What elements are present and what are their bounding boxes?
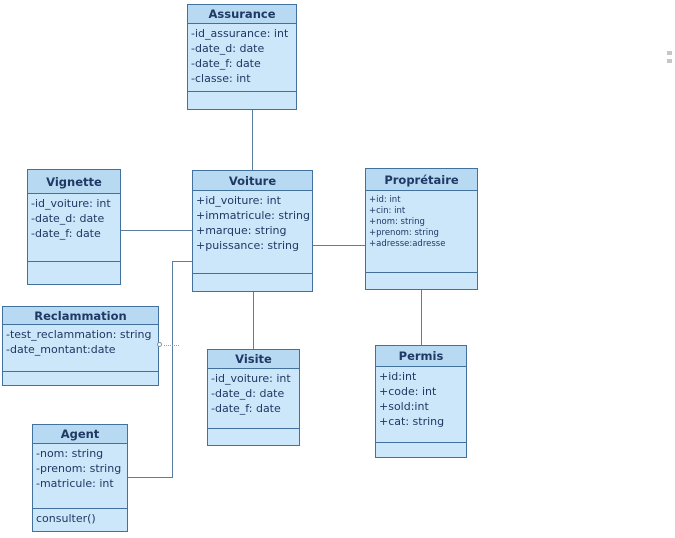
class-box-permis[interactable]: Permis +id:int +code: int +sold:int +cat… — [375, 345, 467, 458]
attribute: +cat: string — [379, 415, 445, 428]
class-title-voiture: Voiture — [193, 171, 312, 191]
attribute: -date_f: date — [211, 402, 281, 415]
attribute: -prenom: string — [36, 462, 122, 475]
attribute: +prenom: string — [369, 228, 439, 238]
class-box-propretaire[interactable]: Proprétaire +id: int +cin: int +nom: str… — [365, 168, 478, 290]
attribute: -id_voiture: int — [211, 372, 291, 385]
attribute: +id_voiture: int — [196, 194, 281, 207]
attributes-compartment: -nom: string -prenom: string -matricule:… — [33, 444, 127, 509]
class-box-visite[interactable]: Visite -id_voiture: int -date_d: date -d… — [207, 349, 300, 446]
attribute: -nom: string — [36, 447, 104, 460]
attribute: +cin: int — [369, 206, 406, 216]
class-title-visite: Visite — [208, 350, 299, 369]
connector-vignette-voiture[interactable] — [121, 230, 192, 231]
connector-assurance-voiture[interactable] — [252, 110, 253, 170]
attributes-compartment: -id_assurance: int -date_d: date -date_f… — [188, 24, 296, 92]
attribute: -date_montant:date — [6, 343, 116, 356]
operations-compartment — [208, 429, 299, 445]
attribute: +puissance: string — [196, 239, 299, 252]
attributes-compartment: -id_voiture: int -date_d: date -date_f: … — [28, 194, 120, 262]
attribute: +nom: string — [369, 217, 425, 227]
attribute: -date_d: date — [191, 42, 265, 55]
class-title-assurance: Assurance — [188, 5, 296, 24]
class-box-assurance[interactable]: Assurance -id_assurance: int -date_d: da… — [187, 4, 297, 110]
connector-voiture-propretaire[interactable] — [313, 245, 365, 246]
attribute: +adresse:adresse — [369, 239, 446, 249]
class-title-agent: Agent — [33, 425, 127, 444]
operations-compartment — [188, 92, 296, 109]
attributes-compartment: -test_reclammation: string -date_montant… — [3, 325, 158, 372]
selection-handle[interactable] — [667, 51, 672, 55]
operations-compartment — [193, 274, 312, 291]
attributes-compartment: +id:int +code: int +sold:int +cat: strin… — [376, 367, 466, 443]
class-title-reclammation: Reclammation — [3, 307, 158, 325]
class-box-vignette[interactable]: Vignette -id_voiture: int -date_d: date … — [27, 169, 121, 285]
attribute: -classe: int — [191, 72, 251, 85]
attribute: -id_voiture: int — [31, 197, 111, 210]
attribute: +sold:int — [379, 400, 429, 413]
operations-compartment — [376, 443, 466, 457]
attribute: -matricule: int — [36, 477, 114, 490]
attribute: -test_reclammation: string — [6, 328, 152, 341]
connector-reclammation-stub[interactable] — [164, 345, 179, 346]
attribute: -date_f: date — [31, 227, 101, 240]
attribute: -date_d: date — [31, 212, 105, 225]
connector-propretaire-permis[interactable] — [421, 290, 422, 345]
attribute: +marque: string — [196, 224, 287, 237]
class-box-agent[interactable]: Agent -nom: string -prenom: string -matr… — [32, 424, 128, 532]
class-box-reclammation[interactable]: Reclammation -test_reclammation: string … — [2, 306, 159, 386]
selection-handle[interactable] — [667, 59, 672, 63]
attribute: +id:int — [379, 370, 417, 383]
operations-compartment: consulter() — [33, 509, 127, 531]
operations-compartment — [28, 262, 120, 284]
class-box-voiture[interactable]: Voiture +id_voiture: int +immatricule: s… — [192, 170, 313, 292]
attribute: +immatricule: string — [196, 209, 310, 222]
class-title-propretaire: Proprétaire — [366, 169, 477, 191]
method: consulter() — [36, 512, 96, 525]
operations-compartment — [366, 273, 477, 289]
class-title-vignette: Vignette — [28, 170, 120, 194]
attribute: -date_f: date — [191, 57, 261, 70]
attribute: +id: int — [369, 195, 401, 205]
attributes-compartment: -id_voiture: int -date_d: date -date_f: … — [208, 369, 299, 429]
attributes-compartment: +id_voiture: int +immatricule: string +m… — [193, 191, 312, 274]
attribute: -date_d: date — [211, 387, 285, 400]
attributes-compartment: +id: int +cin: int +nom: string +prenom:… — [366, 191, 477, 273]
class-title-permis: Permis — [376, 346, 466, 367]
attribute: +code: int — [379, 385, 437, 398]
circle-connector-end-icon[interactable] — [157, 342, 162, 347]
connector-voiture-visite[interactable] — [253, 292, 254, 349]
connector-agent-voiture-seg1[interactable] — [128, 477, 173, 478]
connector-agent-voiture-seg2[interactable] — [172, 261, 173, 478]
operations-compartment — [3, 372, 158, 385]
connector-agent-voiture-seg3[interactable] — [172, 261, 192, 262]
attribute: -id_assurance: int — [191, 27, 289, 40]
